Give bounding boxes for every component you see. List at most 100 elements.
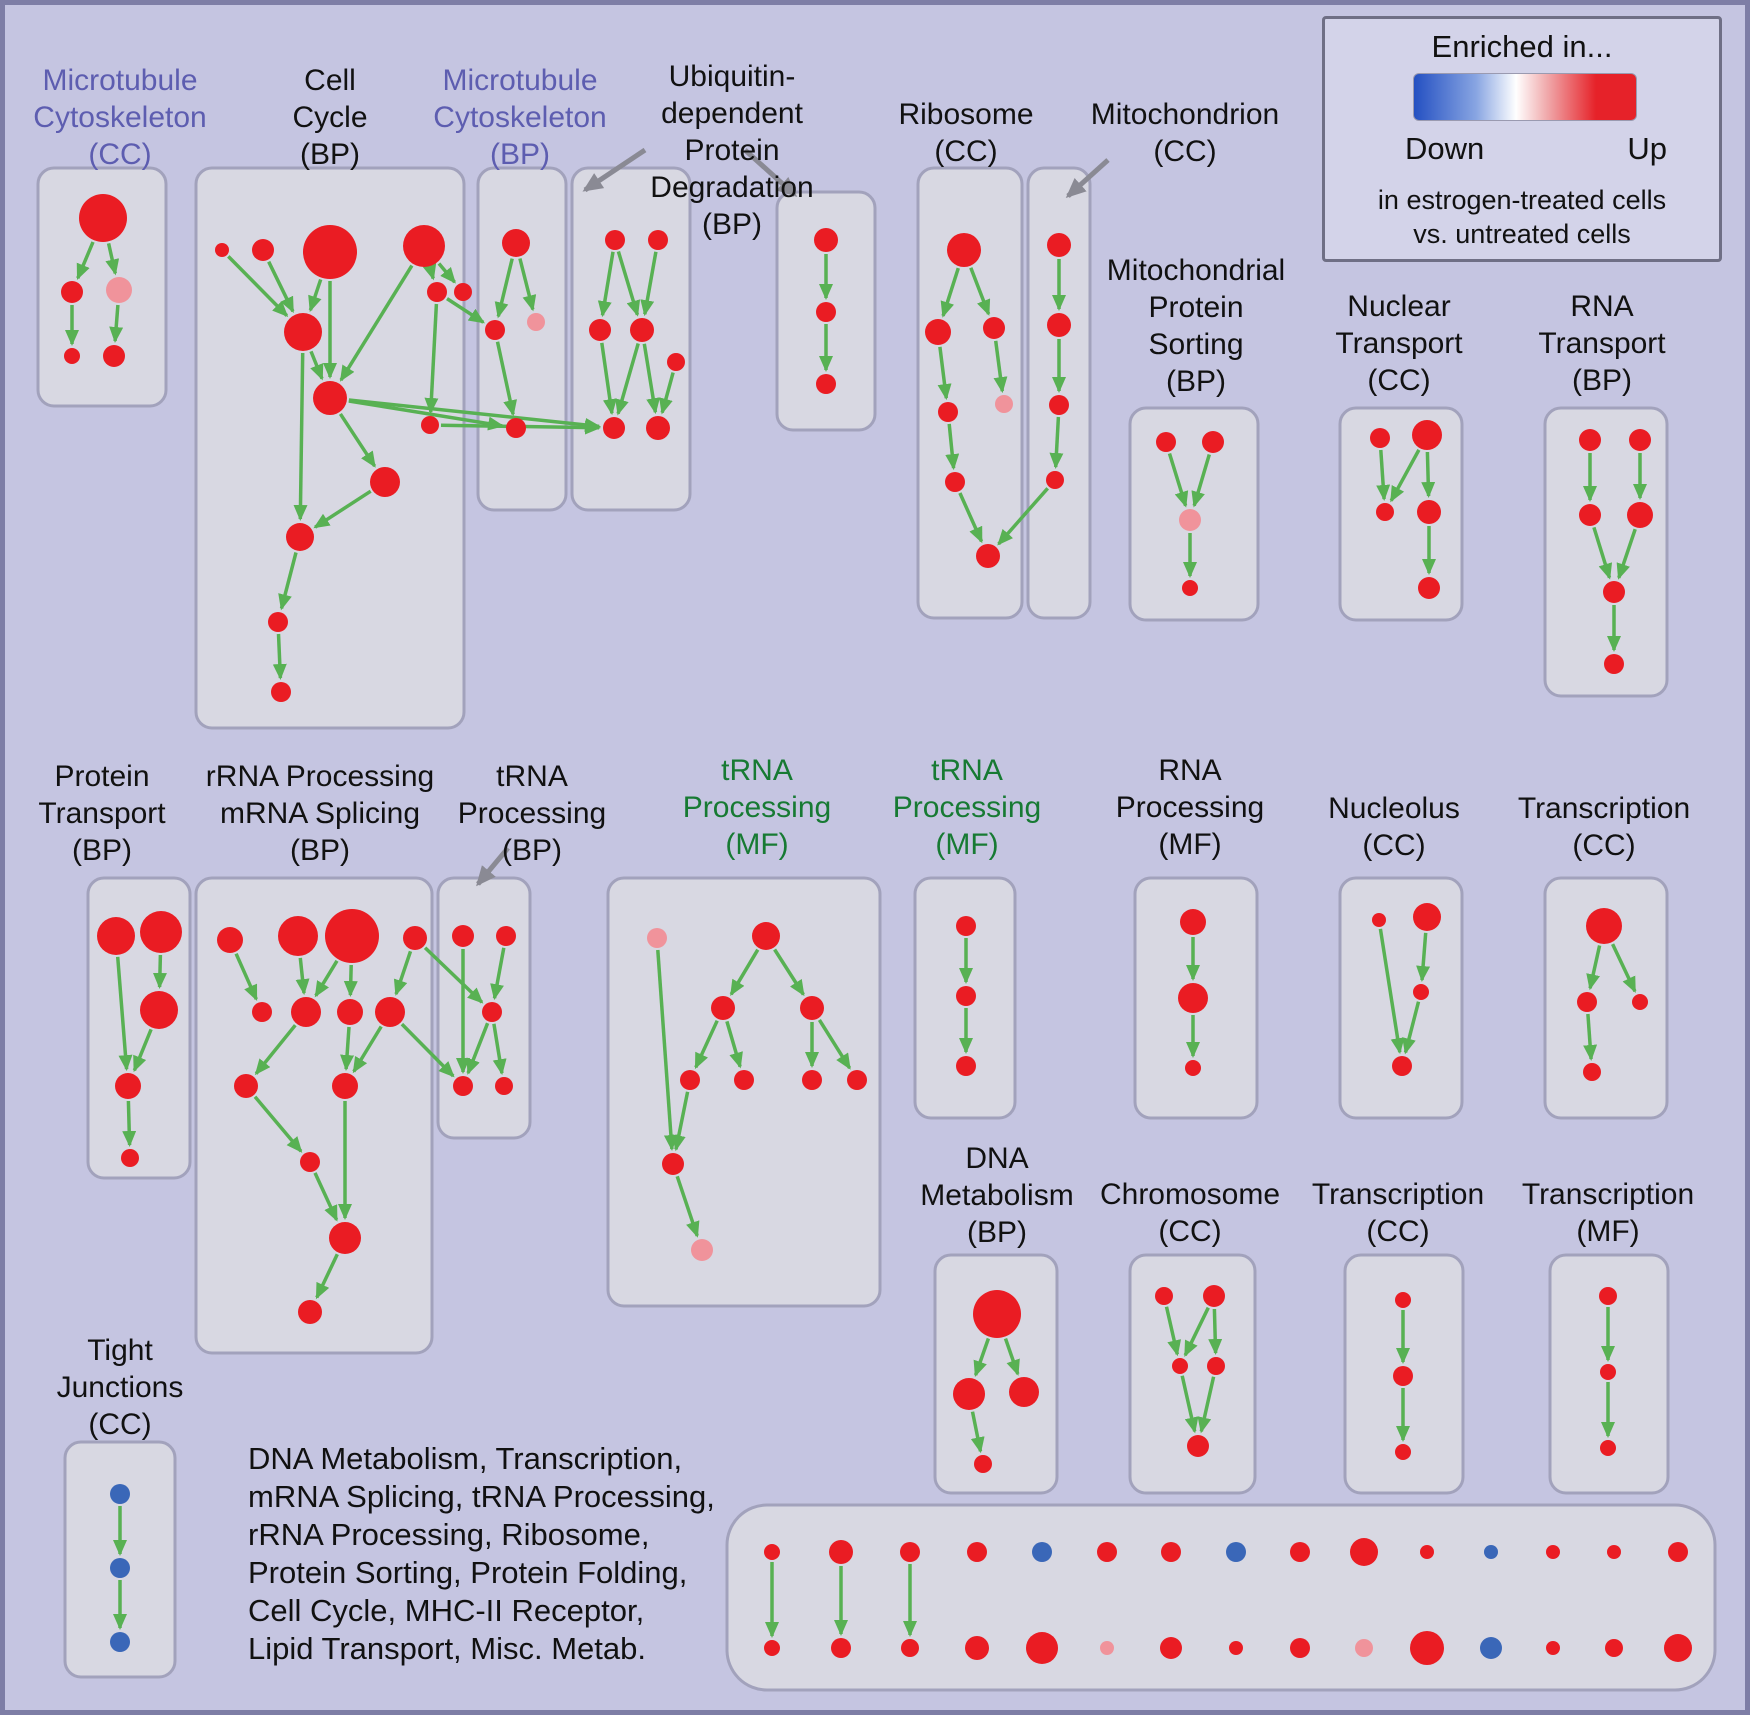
edge-transcription-cc-1-0-2 [1611,943,1637,994]
cluster-box-dna-metabolism-bp [933,1253,1059,1495]
go-term-node-microtubule-cytoskeleton-cc-0 [79,194,127,242]
cluster-label-line: (CC) [1572,829,1636,862]
go-term-node-mixed-functions-20 [1420,1545,1434,1559]
go-term-node-mixed-functions-28 [1668,1542,1688,1562]
annotation-arrow-ubiquitin-left-box [582,147,647,193]
go-term-node-rrna-processing-mrna-splicing-bp-6 [337,999,363,1025]
cluster-label-line: (MF) [1158,828,1222,861]
go-term-node-nucleolus-cc-0 [1372,913,1386,927]
edge-ribosome-cc-0-2 [969,267,991,316]
edge-ribosome-cc-0-1 [940,267,960,318]
go-term-node-mixed-functions-19 [1355,1639,1373,1657]
edge-protein-transport-bp-2-3 [132,1028,153,1073]
edge-trna-processing-mf-1-1-2 [729,948,760,997]
go-term-node-ribosome-cc-1 [925,319,951,345]
edge-cell-cycle-bp-8-9 [272,633,287,680]
edge-rrna-processing-mrna-splicing-bp-3-7 [393,950,413,996]
go-term-node-ubiquitin-dependent-protein-degradation-bp-2 [589,319,611,341]
go-term-node-mixed-functions-26 [1607,1545,1621,1559]
cluster-label-line: (CC) [88,138,152,171]
cluster-label-line: (CC) [1158,1215,1222,1248]
go-term-node-nuclear-transport-cc-2 [1376,503,1394,521]
go-term-node-mixed-functions-23 [1480,1637,1502,1659]
go-term-node-ribosome-cc-6 [976,544,1000,568]
go-term-node-transcription-mf-2 [1600,1440,1616,1456]
go-term-node-mixed-functions-29 [1664,1634,1692,1662]
go-term-node-mixed-functions-16 [1290,1542,1310,1562]
go-term-node-nucleolus-cc-1 [1413,903,1441,931]
edge-ubiquitin-dependent-protein-degradation-bp-4-6 [659,372,675,415]
cluster-label-line: (BP) [966,1216,1027,1249]
cluster-label-line: Processing [892,791,1042,824]
edge-trna-processing-mf-1-1-3 [773,948,805,997]
go-term-node-mixed-functions-6 [967,1542,987,1562]
edge-trna-processing-mf-1-0-8 [656,949,678,1151]
edge-cell-cycle-bp-10-11 [424,303,439,414]
cluster-label-line: Microtubule [442,64,598,97]
go-term-node-mitochondrion-cc-1 [1047,313,1071,337]
go-term-node-rrna-processing-mrna-splicing-bp-9 [332,1073,358,1099]
go-term-node-ubiquitin-dependent-protein-degradation-bp-6 [646,416,670,440]
go-term-node-ubiquitin-dependent-protein-degradation-bp-2-1 [816,302,836,322]
cluster-label-ribosome-cc: Ribosome(CC) [898,96,1033,170]
edge-ribosome-cc-1-3 [937,346,952,401]
go-term-node-mixed-functions-18 [1350,1538,1378,1566]
edge-cell-cycle-bp-4-5 [309,350,324,381]
go-term-node-mixed-functions-9 [1026,1632,1058,1664]
cross-edge-1 [348,398,602,432]
edge-rrna-processing-mrna-splicing-bp-10-11 [313,1172,339,1222]
edge-rrna-processing-mrna-splicing-bp-5-8 [254,1024,297,1076]
edge-trna-processing-mf-1-4-8 [671,1091,690,1152]
edge-cell-cycle-bp-3-12 [437,262,456,284]
go-term-node-mitochondrial-protein-sorting-bp-1 [1202,431,1224,453]
cluster-label-line: (BP) [490,138,550,171]
go-term-node-trna-processing-bp-4 [495,1077,513,1095]
edge-protein-transport-bp-1-2 [152,954,167,989]
go-term-node-microtubule-cytoskeleton-cc-3 [64,348,80,364]
go-term-node-cell-cycle-bp-3 [403,225,445,267]
cluster-label-line: Tight [87,1334,153,1367]
go-term-node-ribosome-cc-4 [995,395,1013,413]
edge-cell-cycle-bp-2-4 [308,278,323,313]
cluster-label-line: mRNA Splicing [219,797,421,830]
cluster-label-line: Mitochondrion [1090,98,1280,131]
go-term-node-nuclear-transport-cc-3 [1417,500,1441,524]
cluster-label-line: rRNA Processing [205,760,435,793]
edge-trna-processing-bp-2-4 [492,1023,507,1076]
go-term-node-tight-junctions-cc-1 [110,1558,130,1578]
go-term-node-nucleolus-cc-3 [1392,1056,1412,1076]
edge-nucleolus-cc-0-3 [1378,928,1405,1055]
go-term-node-transcription-cc-1-2 [1632,994,1648,1010]
edge-microtubule-cytoskeleton-cc-0-2 [105,243,120,276]
go-term-node-trna-processing-bp-3 [453,1076,473,1096]
cross-edge-6 [400,1022,455,1078]
go-term-node-rrna-processing-mrna-splicing-bp-11 [329,1222,361,1254]
go-term-node-rna-processing-mf-0 [1180,909,1206,935]
go-term-node-rna-transport-bp-4 [1603,581,1625,603]
go-term-node-rrna-processing-mrna-splicing-bp-12 [298,1300,322,1324]
cluster-box-nuclear-transport-cc [1338,406,1464,622]
cluster-label-line: (BP) [1165,365,1226,398]
mixed-cluster-description-line: DNA Metabolism, Transcription, [248,1441,683,1476]
edge-cell-cycle-bp-3-5 [339,264,414,382]
go-term-node-microtubule-cytoskeleton-bp-1 [485,320,505,340]
mixed-cluster-description-line: Cell Cycle, MHC-II Receptor, [248,1593,645,1628]
cluster-label-line: Nuclear [1347,290,1451,323]
legend-up-label: Up [1627,131,1667,166]
go-term-node-microtubule-cytoskeleton-bp-0 [502,229,530,257]
edge-rna-transport-bp-2-4 [1592,526,1613,580]
go-term-node-ubiquitin-dependent-protein-degradation-bp-4 [667,353,685,371]
edge-mitochondrial-protein-sorting-bp-0-2 [1167,452,1189,508]
cluster-label-line: Protein [684,134,780,167]
go-term-node-rna-transport-bp-2 [1579,504,1601,526]
cluster-box-cell-cycle-bp [194,166,466,730]
cluster-label-line: tRNA [721,754,793,787]
edge-dna-metabolism-bp-1-3 [970,1411,985,1454]
edge-trna-processing-mf-1-2-5 [725,1020,743,1069]
